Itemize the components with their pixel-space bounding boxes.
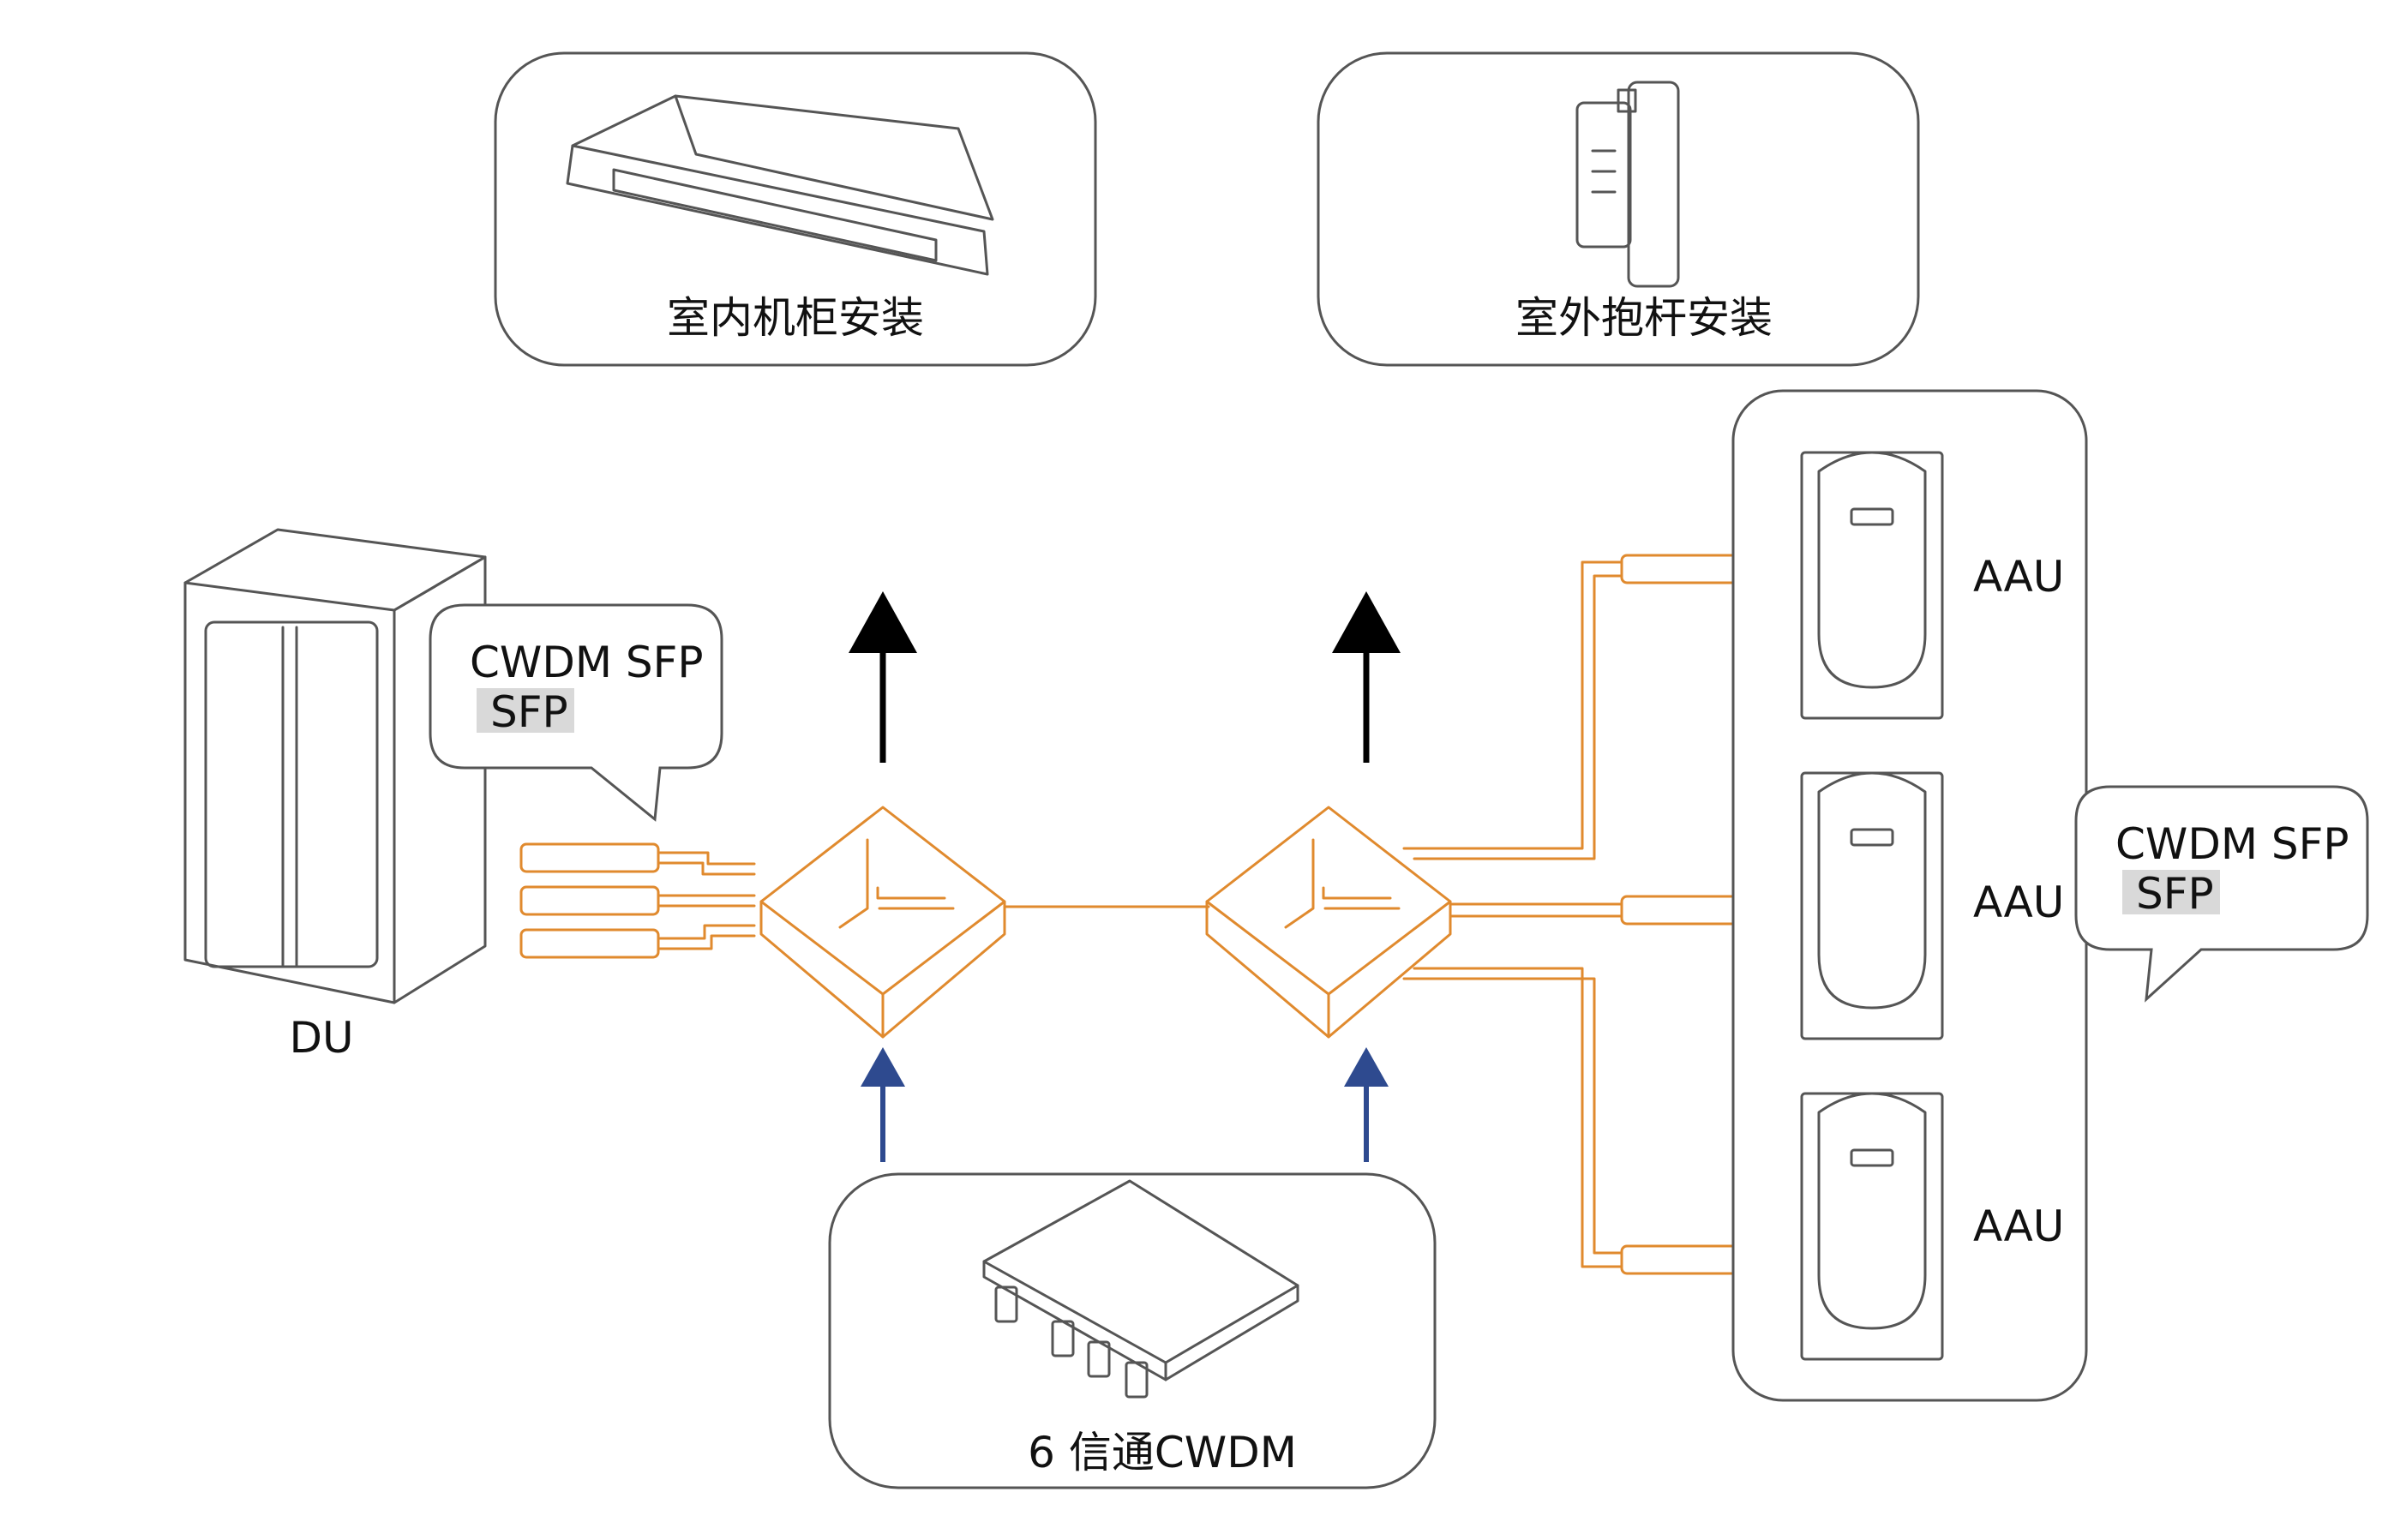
- up-arrow-left: [849, 591, 917, 763]
- up-arrow-right: [1332, 591, 1401, 763]
- right-callout-line1: CWDM SFP: [2115, 819, 2349, 869]
- du-cabinet: DU: [183, 528, 487, 1063]
- left-callout-highlight: [477, 688, 574, 733]
- rack-unit-icon: [566, 94, 994, 276]
- right-callout-highlight: [2122, 870, 2220, 914]
- aau-unit: AAU: [1800, 451, 2064, 720]
- right-sfp-callout: CWDM SFP SFP: [2074, 785, 2369, 1003]
- indoor-install-label: 室内机柜安装: [667, 293, 924, 343]
- cabinet-icon: [183, 528, 487, 1004]
- right-cwdm-splitter: [1205, 806, 1452, 1039]
- aau-label: AAU: [1973, 1201, 2064, 1251]
- du-label: DU: [289, 1013, 353, 1063]
- aau-unit: AAU: [1800, 771, 2064, 1040]
- outdoor-install-panel: 室外抱杆安装: [1317, 51, 1920, 367]
- sfp-module: [519, 928, 660, 959]
- right-fibers: [1402, 554, 1761, 1275]
- sfp-module: [519, 842, 660, 873]
- cwdm-label: 6 信通CWDM: [1028, 1428, 1297, 1477]
- left-sfp-callout: CWDM SFP SFP: [429, 603, 723, 822]
- left-callout-line2: SFP: [490, 687, 568, 737]
- cwdm-module-icon: [982, 1179, 1299, 1399]
- pole-mount-unit-icon: [1575, 81, 1680, 288]
- feed-arrow-right: [1344, 1047, 1389, 1162]
- left-cwdm-splitter: [759, 806, 1006, 1039]
- feed-arrow-left: [861, 1047, 905, 1162]
- indoor-install-panel: 室内机柜安装: [494, 51, 1097, 367]
- aau-unit: AAU: [1800, 1092, 2064, 1361]
- left-sfp-modules: [519, 842, 756, 959]
- aau-group: AAU AAU AAU: [1731, 389, 2088, 1402]
- left-callout-line1: CWDM SFP: [470, 638, 704, 687]
- outdoor-install-label: 室外抱杆安装: [1515, 293, 1773, 343]
- aau-label: AAU: [1973, 552, 2064, 602]
- sfp-module: [519, 885, 660, 916]
- cwdm-panel: 6 信通CWDM: [828, 1172, 1437, 1489]
- aau-label: AAU: [1973, 878, 2064, 927]
- right-callout-line2: SFP: [2136, 869, 2214, 919]
